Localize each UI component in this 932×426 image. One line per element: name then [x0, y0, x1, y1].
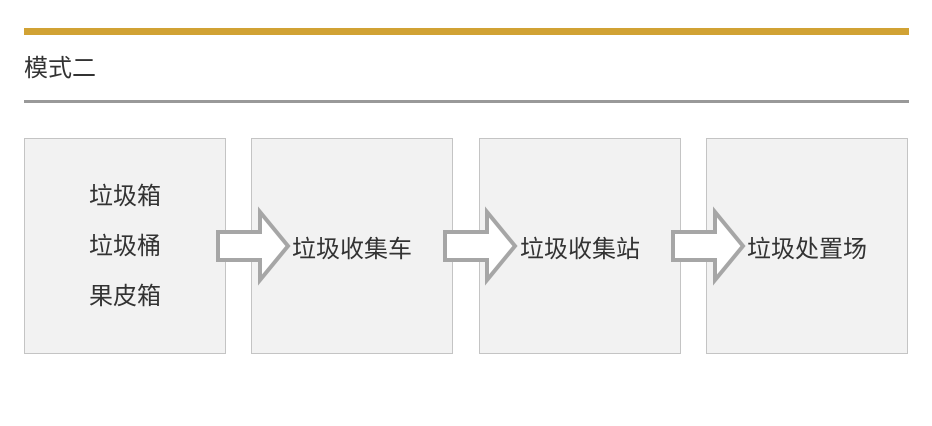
container-list: 垃圾箱 垃圾桶 果皮箱	[89, 171, 161, 321]
stage-box-containers: 垃圾箱 垃圾桶 果皮箱	[24, 138, 226, 354]
container-item: 果皮箱	[89, 282, 161, 310]
container-item: 垃圾桶	[89, 232, 161, 260]
stage-label: 垃圾收集车	[292, 234, 412, 263]
top-accent-bar	[24, 28, 909, 35]
flow-arrow-icon	[216, 206, 291, 286]
flow-arrow-icon	[443, 206, 518, 286]
page-title: 模式二	[24, 54, 96, 82]
arrow-shape	[671, 206, 746, 286]
arrow-shape	[443, 206, 518, 286]
stage-label: 垃圾处置场	[747, 234, 867, 263]
title-divider	[24, 100, 909, 103]
arrow-shape	[216, 206, 291, 286]
container-item: 垃圾箱	[89, 182, 161, 210]
stage-box-collection-station: 垃圾收集站	[479, 138, 681, 354]
stage-label: 垃圾收集站	[520, 234, 640, 263]
flow-arrow-icon	[671, 206, 746, 286]
